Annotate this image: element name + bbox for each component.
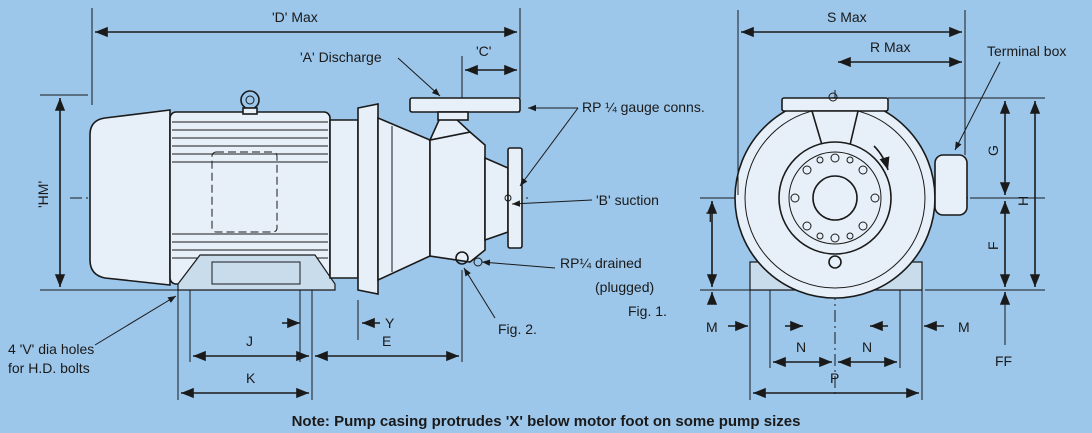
bolt-holes bbox=[790, 153, 880, 243]
label-b-suction: 'B' suction bbox=[596, 192, 659, 208]
label-c: 'C' bbox=[476, 43, 491, 59]
label-d-max: 'D' Max bbox=[272, 9, 318, 25]
label-h: H bbox=[1015, 196, 1031, 206]
shaft bbox=[812, 175, 858, 221]
label-fig2: Fig. 2. bbox=[498, 321, 537, 337]
label-hm: 'HM' bbox=[35, 181, 51, 208]
label-t: T bbox=[706, 209, 715, 225]
label-j: J bbox=[246, 333, 253, 349]
label-r-max: R Max bbox=[870, 39, 910, 55]
motor-flange bbox=[329, 119, 359, 279]
label-y: Y bbox=[385, 315, 395, 331]
pump-adaptor bbox=[377, 116, 431, 282]
label-a-discharge: 'A' Discharge bbox=[300, 49, 382, 65]
label-k: K bbox=[246, 370, 256, 386]
label-n-left: N bbox=[796, 339, 806, 355]
pump-bracket bbox=[357, 103, 379, 295]
side-view bbox=[40, 8, 593, 400]
label-e: E bbox=[382, 333, 391, 349]
discharge-flange bbox=[409, 97, 521, 113]
labels: 'D' Max 'A' Discharge 'C' RP ¼ gauge con… bbox=[8, 9, 1066, 430]
label-m-left: M bbox=[706, 319, 718, 335]
label-rp-drained: RP¼ drained bbox=[560, 255, 642, 271]
pump-casing bbox=[429, 131, 486, 263]
label-plugged: (plugged) bbox=[595, 279, 654, 295]
label-f: F bbox=[985, 241, 1001, 250]
motor-fan-cover bbox=[89, 109, 171, 286]
motor-terminal-plate bbox=[211, 151, 278, 233]
label-holes-2: for H.D. bolts bbox=[8, 360, 90, 376]
label-ff: FF bbox=[995, 353, 1012, 369]
suction-branch bbox=[484, 156, 509, 242]
end-view bbox=[700, 10, 1045, 400]
label-rp-gauge: RP ¼ gauge conns. bbox=[582, 99, 705, 115]
suction-flange bbox=[507, 147, 523, 249]
label-m-right: M bbox=[958, 319, 970, 335]
label-n-right: N bbox=[862, 339, 872, 355]
label-g: G bbox=[985, 145, 1001, 156]
terminal-box bbox=[934, 154, 968, 216]
lifting-eye bbox=[240, 90, 260, 110]
label-fig1: Fig. 1. bbox=[628, 303, 667, 319]
label-p: P bbox=[830, 370, 839, 386]
label-s-max: S Max bbox=[827, 9, 867, 25]
motor-foot bbox=[177, 254, 336, 291]
label-terminal-box: Terminal box bbox=[987, 43, 1066, 59]
drain-boss bbox=[455, 251, 469, 265]
label-holes-1: 4 'V' dia holes bbox=[8, 341, 94, 357]
footnote: Note: Pump casing protrudes 'X' below mo… bbox=[292, 413, 801, 430]
